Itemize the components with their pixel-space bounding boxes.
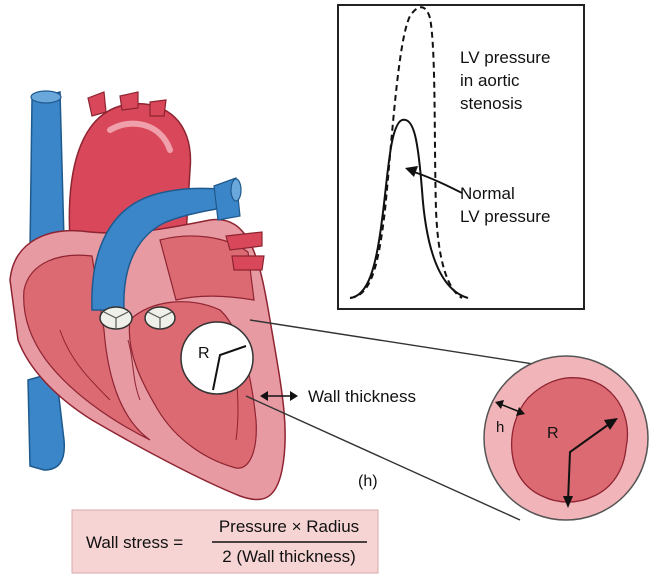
h-parenthetical-label: (h): [358, 473, 378, 490]
wall-thickness-arrowhead-right: [290, 391, 298, 401]
aortic-branch-3: [150, 100, 166, 116]
formula-lhs: Wall stress =: [86, 533, 183, 552]
aortic-branch-1: [88, 92, 106, 116]
aortic-branch-2: [120, 92, 138, 110]
wall-stress-formula: Wall stress = Pressure × Radius 2 (Wall …: [72, 510, 378, 573]
formula-denominator: 2 (Wall thickness): [222, 547, 356, 566]
aortic-valve: [145, 307, 175, 329]
radius-circle: [181, 322, 253, 394]
formula-numerator: Pressure × Radius: [219, 517, 359, 536]
stenosis-label-line-2: in aortic: [460, 71, 520, 90]
zoom-detail: R h: [484, 356, 648, 520]
stenosis-label-line-1: LV pressure: [460, 48, 550, 67]
normal-label-line-1: Normal: [460, 184, 515, 203]
wall-thickness-label: Wall thickness: [308, 387, 416, 406]
zoom-radius-label: R: [547, 425, 559, 442]
superior-vena-cava: [30, 92, 64, 250]
zoom-connector-bottom: [246, 396, 520, 520]
radius-label: R: [198, 345, 210, 362]
stenosis-label-line-3: stenosis: [460, 94, 522, 113]
pressure-graph: LV pressure in aortic stenosis Normal LV…: [338, 5, 584, 309]
normal-label-line-2: LV pressure: [460, 207, 550, 226]
pulmonary-artery-opening: [231, 179, 241, 201]
pulmonary-vein-2: [232, 256, 264, 270]
pulmonary-valve: [100, 307, 132, 329]
svc-opening: [31, 91, 61, 103]
zoom-h-label: h: [496, 419, 504, 436]
